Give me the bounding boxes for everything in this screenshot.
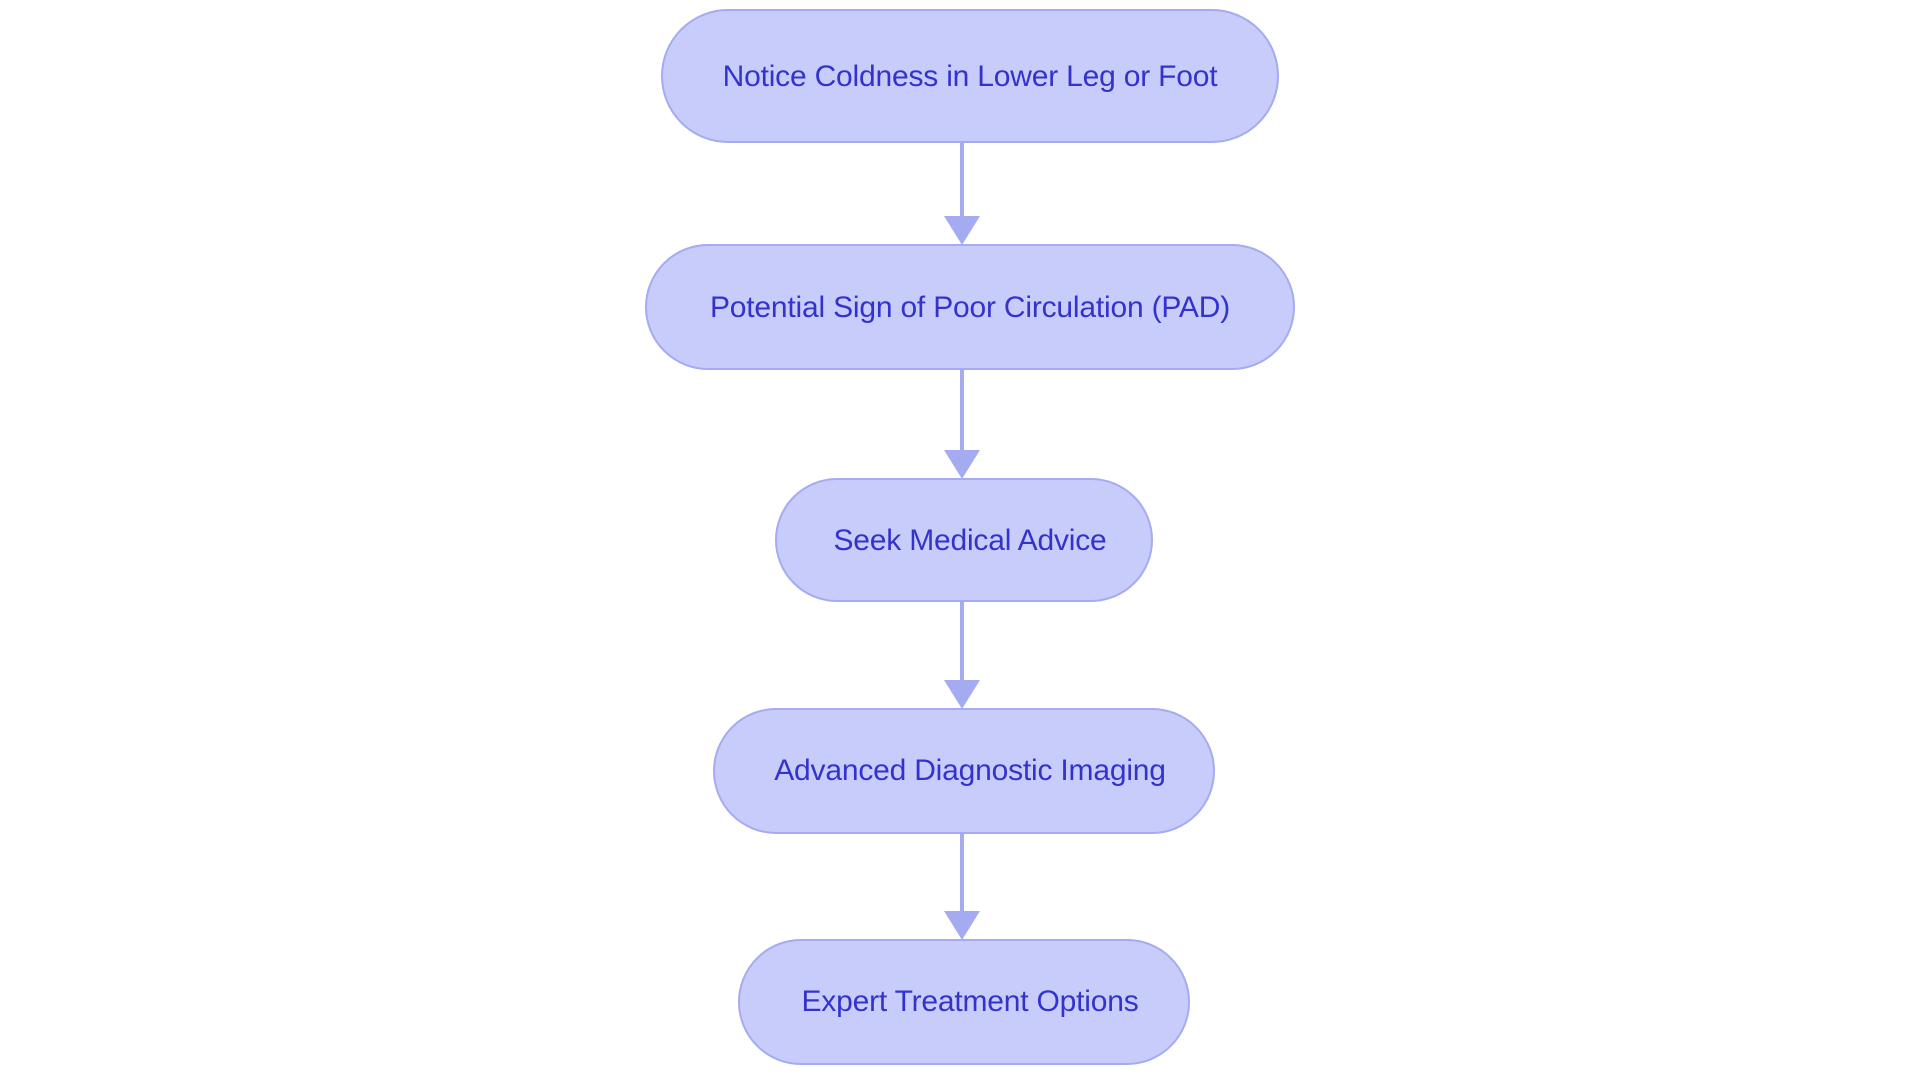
- node-shape-1[interactable]: [661, 9, 1279, 143]
- node-shape-3[interactable]: [775, 478, 1153, 602]
- edge-n2-n3: [944, 369, 980, 479]
- edge-n3-n4: [944, 601, 980, 709]
- arrowhead-n3-n4: [944, 680, 980, 709]
- arrowhead-n1-n2: [944, 216, 980, 245]
- edge-n4-n5: [944, 832, 980, 940]
- arrowhead-n2-n3: [944, 450, 980, 479]
- node-shape-4[interactable]: [713, 708, 1215, 834]
- node-shape-5[interactable]: [738, 939, 1190, 1065]
- node-label-3: Seek Medical Advice: [833, 524, 1106, 557]
- flowchart-node-advanced-diagnostic-imaging[interactable]: Advanced Diagnostic Imaging: [713, 708, 1215, 834]
- node-label-1: Notice Coldness in Lower Leg or Foot: [723, 60, 1219, 93]
- edge-n1-n2: [944, 142, 980, 245]
- flowchart-node-expert-treatment-options[interactable]: Expert Treatment Options: [738, 939, 1190, 1065]
- flowchart-node-potential-sign-pad[interactable]: Potential Sign of Poor Circulation (PAD): [645, 244, 1295, 370]
- flowchart-node-seek-medical-advice[interactable]: Seek Medical Advice: [775, 478, 1153, 602]
- flowchart-node-notice-coldness[interactable]: Notice Coldness in Lower Leg or Foot: [661, 9, 1279, 143]
- node-shape-2[interactable]: [645, 244, 1295, 370]
- node-label-2: Potential Sign of Poor Circulation (PAD): [710, 291, 1230, 324]
- node-label-4: Advanced Diagnostic Imaging: [774, 754, 1166, 787]
- arrowhead-n4-n5: [944, 911, 980, 940]
- node-label-5: Expert Treatment Options: [801, 985, 1138, 1018]
